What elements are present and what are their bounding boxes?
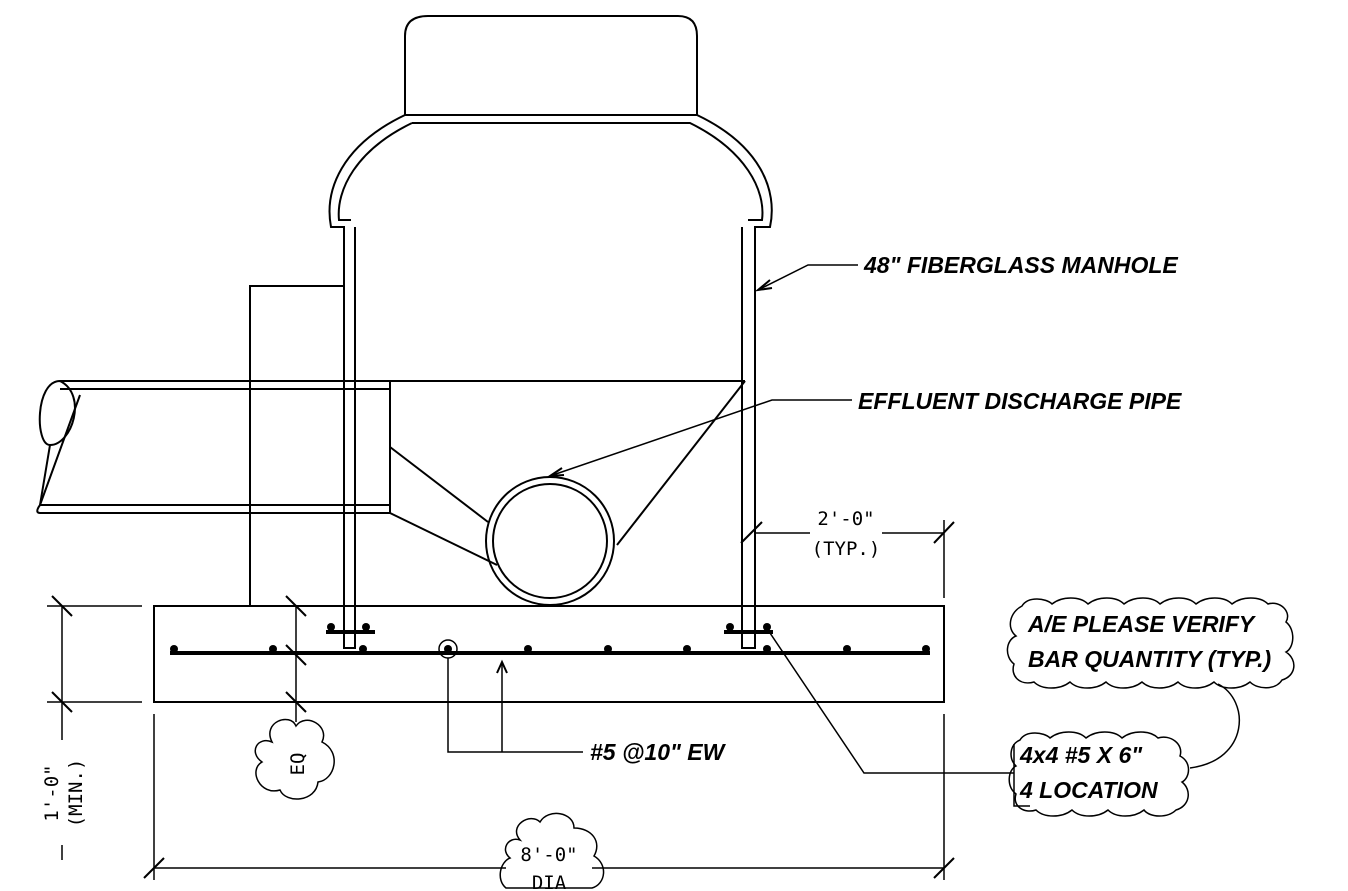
rebar-dots [170,623,930,653]
rebar-leader-arrow [496,659,508,674]
diameter-note: DIA [532,872,567,891]
thickness-note: (MIN.) [65,759,87,828]
rebar-leader [447,658,583,753]
effluent-leader-arrow [546,467,565,478]
edge-distance-value: 2'-0" [817,508,874,530]
manhole-cap [404,15,698,116]
channel-right [616,380,746,546]
manhole-dome-inner [412,122,764,221]
rebar-label: #5 @10" EW [590,739,727,765]
bar-spec-leader [769,632,1014,774]
note-link [1189,683,1240,769]
edge-distance-note: (TYP.) [812,538,881,560]
concrete-base-slab [153,605,945,703]
manhole-leader [757,264,858,291]
thickness-value: 1'-0" [41,764,63,821]
bar-spec-line1: 4x4 #5 X 6" [1019,742,1143,768]
channel-left-upper [389,446,489,523]
manhole-label: 48" FIBERGLASS MANHOLE [863,252,1178,278]
inlet-support-box [249,285,344,606]
dim-diameter [143,714,955,880]
bar-spec-line2: 4 LOCATION [1019,777,1158,803]
manhole-dome-inner-left [337,122,413,221]
diameter-value: 8'-0" [520,844,577,866]
eq-revision-cloud [254,718,335,800]
equal-spacing-label: EQ [287,753,309,776]
bar-spec-bracket [1013,744,1030,807]
dim-equal-spacing [285,595,307,722]
effluent-leader [549,399,852,477]
manhole-leader-arrow [754,279,773,292]
dim-edge-distance [740,520,955,598]
effluent-pipe-outer [485,476,615,606]
verify-note-line2: BAR QUANTITY (TYP.) [1028,646,1271,672]
manhole-dome-outer [405,114,773,649]
inlet-pipe [36,380,391,514]
verify-note-cloud [1006,597,1295,689]
bar-spec-cloud [1008,731,1190,817]
effluent-pipe-inner [492,483,608,599]
dia-revision-cloud [499,812,605,889]
dim-thickness [47,595,142,860]
verify-note-line1: A/E PLEASE VERIFY [1027,611,1257,637]
manhole-dome-outer-left [328,114,406,649]
channel-left-lower [389,512,498,566]
effluent-pipe-label: EFFLUENT DISCHARGE PIPE [858,388,1182,414]
